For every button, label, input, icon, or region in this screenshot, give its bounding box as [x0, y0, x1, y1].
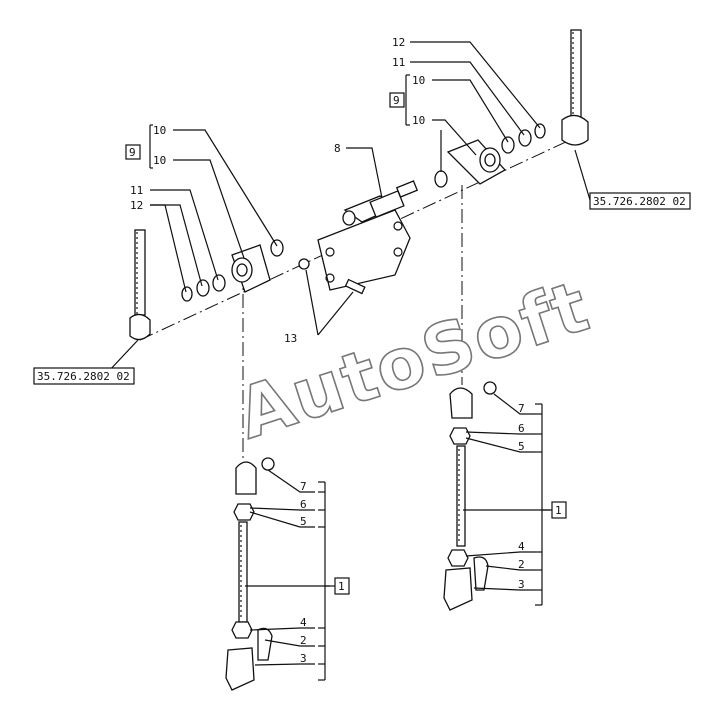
callout-rl-6: 6 [518, 422, 525, 435]
callout-ll-2: 2 [300, 634, 307, 647]
right-bracket [446, 139, 507, 185]
callout-right-9: 9 [393, 94, 400, 107]
callout-rl-5: 5 [518, 440, 525, 453]
left-ball-rod [129, 229, 151, 341]
callout-rl-4: 4 [518, 540, 525, 553]
ref-leader-right [574, 149, 591, 201]
leaders-left-upper [149, 124, 278, 293]
center-lever [298, 180, 419, 295]
leaders-center [305, 147, 383, 336]
callout-8: 8 [334, 142, 341, 155]
callout-13: 13 [284, 332, 297, 345]
ref-box-right [589, 192, 691, 210]
callout-left-10a: 10 [153, 124, 166, 137]
right-rod-assembly [443, 381, 497, 611]
right-lower-bracket-list [463, 393, 552, 606]
callout-rl-2: 2 [518, 558, 525, 571]
ref-label-left: 35.726.2802 02 [37, 370, 130, 383]
right-washers [434, 123, 546, 188]
callout-left-9-box [125, 144, 141, 160]
callout-ll-1-box [334, 577, 350, 595]
callout-right-10b: 10 [412, 114, 425, 127]
callout-rl-1: 1 [555, 504, 562, 517]
ref-box-left [33, 367, 135, 385]
callout-left-12: 12 [130, 199, 143, 212]
callout-ll-1: 1 [338, 580, 345, 593]
callout-left-9: 9 [129, 146, 136, 159]
callout-left-10b: 10 [153, 154, 166, 167]
left-rod-assembly [225, 457, 275, 691]
callout-rl-1-box [551, 501, 567, 519]
callout-ll-7: 7 [300, 480, 307, 493]
callout-left-11: 11 [130, 184, 143, 197]
callout-right-11: 11 [392, 56, 405, 69]
callout-rl-7: 7 [518, 402, 525, 415]
left-bracket [231, 244, 271, 293]
callout-ll-4: 4 [300, 616, 307, 629]
right-ball-rod [561, 29, 589, 146]
callout-ll-6: 6 [300, 498, 307, 511]
left-washers [181, 239, 284, 302]
watermark: AutoSoft [228, 265, 600, 455]
leaders-right-upper [405, 41, 541, 172]
callout-right-10a: 10 [412, 74, 425, 87]
callout-right-12: 12 [392, 36, 405, 49]
ref-leader-left [107, 339, 139, 373]
callout-ll-3: 3 [300, 652, 307, 665]
ref-label-right: 35.726.2802 02 [593, 195, 686, 208]
callout-right-9-box [389, 92, 405, 108]
left-lower-bracket-list [245, 469, 335, 681]
callout-rl-3: 3 [518, 578, 525, 591]
callout-ll-5: 5 [300, 515, 307, 528]
